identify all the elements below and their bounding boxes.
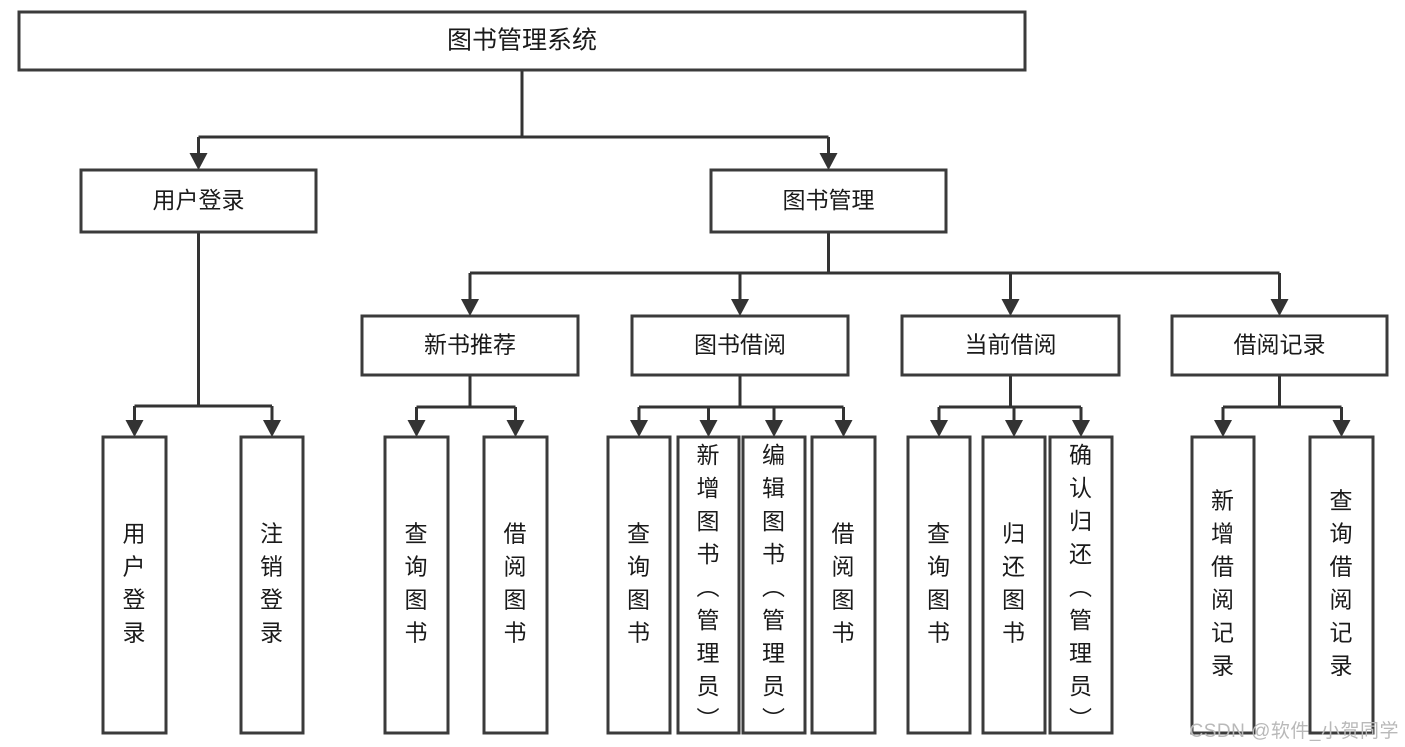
node-l12[interactable]: 新增借阅记录 bbox=[1190, 435, 1256, 735]
node-label-l8: 借阅图书 bbox=[832, 521, 856, 646]
node-l8[interactable]: 借阅图书 bbox=[810, 435, 877, 735]
node-box-l3[interactable] bbox=[383, 435, 450, 735]
node-label-l1: 用户登录 bbox=[123, 521, 147, 646]
node-l11[interactable]: 确认归还︵管理员︶ bbox=[1048, 435, 1114, 735]
node-root[interactable]: 图书管理系统 bbox=[17, 10, 1027, 72]
node-l5[interactable]: 查询图书 bbox=[606, 435, 672, 735]
node-label-l9: 查询图书 bbox=[927, 521, 951, 646]
node-box-l1[interactable] bbox=[101, 435, 168, 735]
node-label-root: 图书管理系统 bbox=[447, 27, 597, 55]
node-box-l9[interactable] bbox=[906, 435, 972, 735]
node-box-l10[interactable] bbox=[981, 435, 1047, 735]
node-l10[interactable]: 归还图书 bbox=[981, 435, 1047, 735]
node-label-l11: 确认归还︵管理员︶ bbox=[1069, 442, 1093, 732]
node-box-root[interactable] bbox=[17, 10, 1027, 72]
node-label-l13: 查询借阅记录 bbox=[1330, 488, 1354, 679]
node-label-l3: 查询图书 bbox=[405, 521, 429, 646]
node-box-l13[interactable] bbox=[1308, 435, 1375, 735]
node-l1[interactable]: 用户登录 bbox=[101, 435, 168, 735]
node-l3[interactable]: 查询图书 bbox=[383, 435, 450, 735]
node-box-records[interactable] bbox=[1170, 314, 1389, 377]
node-l13[interactable]: 查询借阅记录 bbox=[1308, 435, 1375, 735]
node-l9[interactable]: 查询图书 bbox=[906, 435, 972, 735]
node-newbook[interactable]: 新书推荐 bbox=[360, 314, 580, 377]
node-label-login: 用户登录 bbox=[153, 187, 245, 213]
node-label-records: 借阅记录 bbox=[1234, 332, 1326, 358]
connector-layer bbox=[125, 70, 1351, 437]
node-label-l4: 借阅图书 bbox=[504, 521, 528, 646]
node-box-newbook[interactable] bbox=[360, 314, 580, 377]
node-box-l5[interactable] bbox=[606, 435, 672, 735]
node-l2[interactable]: 注销登录 bbox=[239, 435, 305, 735]
node-borrow[interactable]: 图书借阅 bbox=[630, 314, 850, 377]
node-box-l12[interactable] bbox=[1190, 435, 1256, 735]
node-manage[interactable]: 图书管理 bbox=[709, 168, 948, 234]
node-label-l10: 归还图书 bbox=[1002, 521, 1026, 646]
node-layer: 图书管理系统用户登录图书管理新书推荐图书借阅当前借阅借阅记录用户登录注销登录查询… bbox=[17, 10, 1389, 735]
node-current[interactable]: 当前借阅 bbox=[900, 314, 1121, 377]
node-label-manage: 图书管理 bbox=[783, 187, 875, 213]
node-box-manage[interactable] bbox=[709, 168, 948, 234]
watermark: CSDN @软件_小贺同学 bbox=[1189, 721, 1399, 742]
node-records[interactable]: 借阅记录 bbox=[1170, 314, 1389, 377]
node-box-l4[interactable] bbox=[482, 435, 549, 735]
node-label-l12: 新增借阅记录 bbox=[1211, 488, 1235, 679]
node-box-l6[interactable] bbox=[676, 435, 741, 735]
node-label-borrow: 图书借阅 bbox=[694, 332, 786, 358]
node-label-l6: 新增图书︵管理员︶ bbox=[697, 442, 721, 732]
node-box-current[interactable] bbox=[900, 314, 1121, 377]
node-l4[interactable]: 借阅图书 bbox=[482, 435, 549, 735]
node-box-login[interactable] bbox=[79, 168, 318, 234]
node-box-borrow[interactable] bbox=[630, 314, 850, 377]
node-label-l7: 编辑图书︵管理员︶ bbox=[762, 442, 786, 732]
node-box-l11[interactable] bbox=[1048, 435, 1114, 735]
node-label-l2: 注销登录 bbox=[260, 521, 284, 646]
node-box-l8[interactable] bbox=[810, 435, 877, 735]
node-box-l7[interactable] bbox=[741, 435, 807, 735]
node-l6[interactable]: 新增图书︵管理员︶ bbox=[676, 435, 741, 735]
node-label-l5: 查询图书 bbox=[627, 521, 651, 646]
node-login[interactable]: 用户登录 bbox=[79, 168, 318, 234]
node-label-newbook: 新书推荐 bbox=[424, 332, 516, 358]
node-l7[interactable]: 编辑图书︵管理员︶ bbox=[741, 435, 807, 735]
node-box-l2[interactable] bbox=[239, 435, 305, 735]
node-label-current: 当前借阅 bbox=[965, 332, 1057, 358]
